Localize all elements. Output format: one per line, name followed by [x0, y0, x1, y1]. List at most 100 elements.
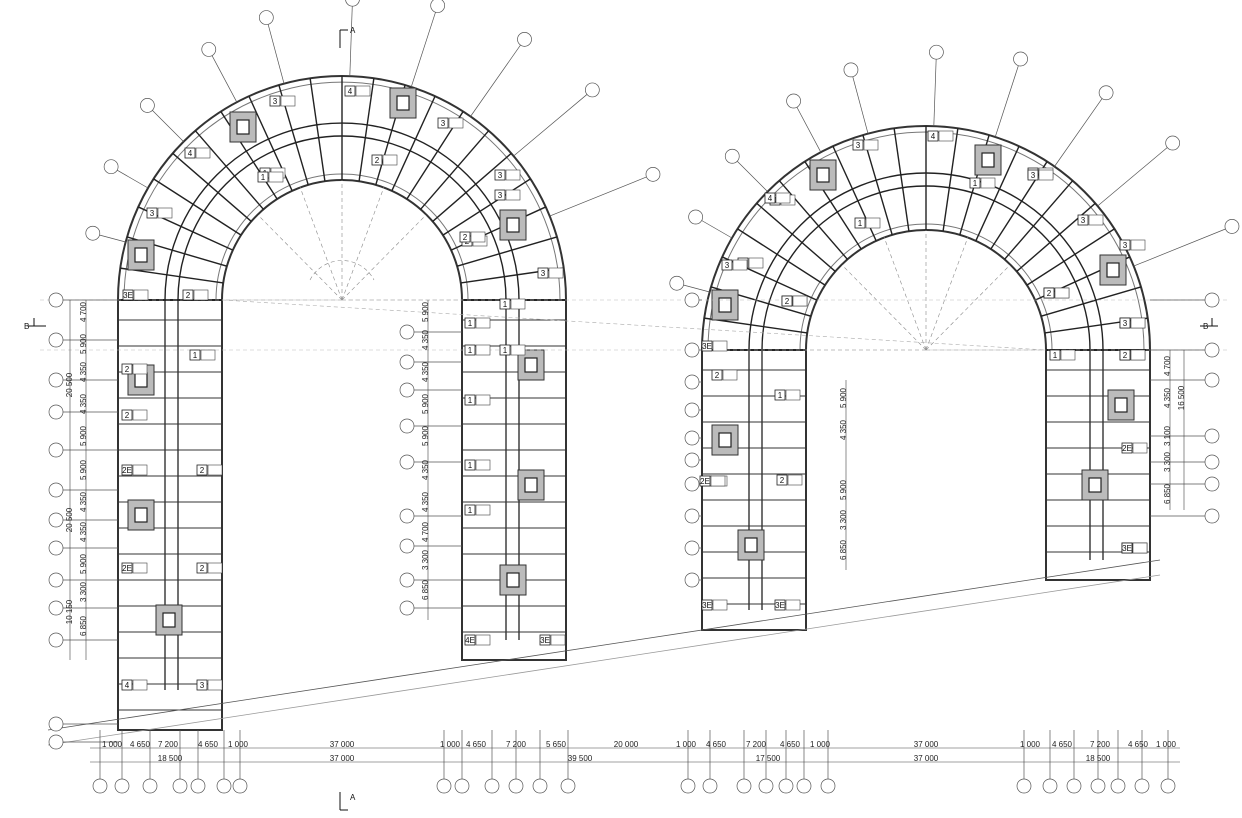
left-radial-wall: [432, 152, 512, 222]
bottom-dim-11: 1 000: [676, 740, 697, 749]
apt-label-left-30-number: 3: [541, 269, 546, 278]
axis-bubble: [1165, 135, 1181, 151]
axis-leader: [410, 5, 439, 88]
axis-bubble: [454, 778, 470, 794]
bottom-dim-19: 7 200: [1090, 740, 1111, 749]
left-core-4-shaft: [134, 372, 148, 388]
axis-bubble: [1066, 778, 1082, 794]
right-core-2-shaft: [981, 152, 995, 168]
left-dim-3: 4 350: [79, 393, 88, 414]
bottom-total-dim-0: 18 500: [158, 754, 183, 763]
axis-bubble: [688, 209, 703, 225]
axis-bubble: [190, 778, 206, 794]
axis-bubble: [399, 454, 415, 470]
apt-label-right-15-number: 3: [1031, 171, 1036, 180]
apt-label-right-24-number: 2: [1047, 289, 1052, 298]
apt-label-left-23: 1: [464, 344, 491, 356]
apt-label-left-31: 2: [459, 231, 486, 243]
right-core-6-shaft: [1114, 397, 1128, 413]
apt-label-right-21-number: 3E: [702, 601, 712, 610]
apt-label-left-13-number: 2: [125, 365, 130, 374]
axis-bubble: [1160, 778, 1176, 794]
axis-bubble: [232, 778, 248, 794]
axis-bubble: [430, 0, 446, 13]
axis-bubble: [778, 778, 794, 794]
axis-leader: [513, 89, 593, 157]
axis-bubble: [216, 778, 232, 794]
right-dim-4: 6 850: [1163, 483, 1172, 504]
axis-bubble: [484, 778, 500, 794]
axis-bubble: [140, 98, 155, 113]
left-dim-5: 5 900: [79, 459, 88, 480]
mid-a-dim-5: 4 350: [421, 459, 430, 480]
left-dim-7: 4 350: [79, 521, 88, 542]
bottom-dim-18: 4 650: [1052, 740, 1073, 749]
apt-label-left-6-number: 3: [150, 209, 155, 218]
mid-a-dim-6: 4 350: [421, 491, 430, 512]
axis-bubble: [1134, 778, 1150, 794]
apt-label-right-31: 3E: [1121, 542, 1148, 554]
apt-label-right-20-number: 1: [858, 219, 863, 228]
bottom-dim-4: 1 000: [228, 740, 249, 749]
right-wing-walls: [702, 369, 1150, 605]
left-core-0-shaft: [134, 247, 148, 263]
left-stair-cores: [127, 87, 545, 636]
axis-bubble: [114, 778, 130, 794]
apt-label-right-31-number: 3E: [1122, 544, 1132, 553]
axis-bubble: [1013, 51, 1028, 67]
axis-bubble: [1204, 342, 1220, 358]
bottom-dim-5: 37 000: [330, 740, 355, 749]
right-radial-wall: [737, 228, 826, 286]
apt-label-left-8-number: 2: [375, 156, 380, 165]
left-core-6-shaft: [162, 612, 176, 628]
axis-bubble: [517, 31, 532, 47]
apt-label-left-17: 2E: [121, 464, 148, 476]
mid-b-dim-1: 4 350: [839, 419, 848, 440]
apt-label-right-15: 3: [1027, 169, 1054, 181]
axis-bubble: [142, 778, 158, 794]
axis-bubble: [1204, 372, 1220, 388]
apt-label-left-26: 1: [464, 504, 491, 516]
apt-label-left-32-number: 1: [261, 173, 266, 182]
mid-b-dim-2: 5 900: [839, 479, 848, 500]
axis-bubble: [399, 418, 415, 434]
apt-label-left-27-number: 1: [503, 346, 508, 355]
axis-bubble: [843, 62, 859, 78]
apt-label-right-13: 2: [776, 474, 803, 486]
mid-b-dim-0: 5 900: [839, 387, 848, 408]
apt-label-right-23: 2E: [1121, 442, 1148, 454]
apt-label-left-16-number: 1: [468, 319, 473, 328]
axis-leader: [349, 0, 353, 77]
apt-label-left-27: 1: [499, 344, 526, 356]
right-radial-wall: [778, 180, 848, 260]
apt-label-left-19: 2E: [121, 562, 148, 574]
right-radial-wall: [1016, 202, 1096, 272]
apt-label-left-30: 3: [537, 267, 564, 279]
apt-label-right-0-number: 4: [931, 132, 936, 141]
right-radial-wall: [893, 128, 910, 232]
axis-bubble: [48, 404, 64, 420]
apt-label-left-10: 3E: [122, 289, 149, 301]
axis-bubble: [758, 778, 774, 794]
axis-bubble: [684, 572, 700, 588]
axis-bubble: [684, 476, 700, 492]
apt-label-left-15: 1: [189, 349, 216, 361]
mid-b-dim-4: 6 850: [839, 539, 848, 560]
apt-label-right-22-number: 2: [785, 297, 790, 306]
apt-label-left-16: 1: [464, 317, 491, 329]
axis-bubble: [1098, 85, 1114, 101]
axis-leader: [208, 49, 238, 103]
right-radial-wall: [1026, 228, 1115, 286]
apt-label-left-1-number: 3: [273, 97, 278, 106]
right-radial-wall: [1004, 180, 1074, 260]
bottom-dim-16: 37 000: [914, 740, 939, 749]
section-mark-a-top: A: [339, 26, 356, 48]
left-radial-wall: [153, 178, 242, 236]
apt-label-left-12-number: 1: [503, 300, 508, 309]
apt-label-right-8: 1: [1049, 349, 1076, 361]
left-core-2-shaft: [396, 95, 410, 111]
axis-leader: [732, 156, 768, 192]
right-stair-cores: [711, 144, 1135, 561]
apt-label-left-20: 2: [196, 562, 223, 574]
